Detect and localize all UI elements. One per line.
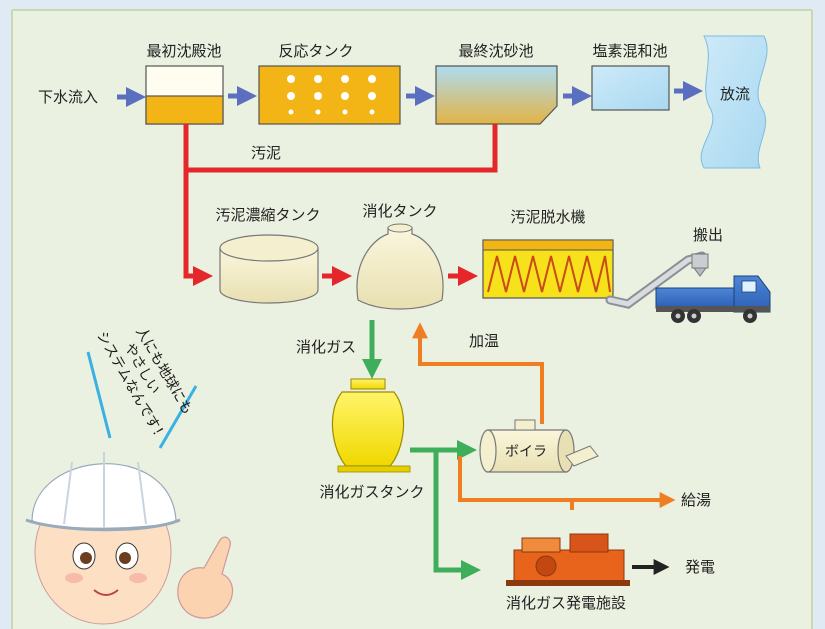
heating-label: 加温	[469, 332, 499, 350]
heating-line	[412, 322, 544, 424]
discharge-label: 放流	[720, 85, 750, 103]
hot-water-label: 給湯	[681, 491, 711, 509]
final-settling-tank	[435, 65, 558, 125]
final-settling-label: 最終沈砂池	[458, 42, 533, 60]
gas-to-generator-line	[433, 450, 482, 580]
inflow-label: 下水流入	[38, 88, 98, 106]
generation-label: 発電	[685, 558, 715, 576]
primary-settling-label: 最初沈殿池	[146, 42, 221, 60]
speech-line-right	[158, 385, 198, 449]
speech-line-left	[86, 351, 112, 439]
boiler-label: ボイラ	[505, 444, 547, 460]
boiler	[479, 419, 599, 473]
carry-out-label: 搬出	[693, 226, 723, 244]
pointing-hand	[177, 536, 234, 619]
dump-truck	[655, 275, 771, 323]
sludge-line	[183, 124, 214, 286]
digestion-tank-label: 消化タンク	[362, 202, 437, 220]
generator	[506, 533, 630, 586]
digestion-gas-label: 消化ガス	[296, 338, 356, 356]
sludge-label: 汚泥	[251, 144, 281, 162]
thickener-label: 汚泥濃縮タンク	[215, 206, 320, 224]
reaction-tank-label: 反応タンク	[278, 42, 353, 60]
digestion-tank	[356, 223, 444, 310]
gas-tank-label: 消化ガスタンク	[319, 483, 424, 501]
reaction-tank	[258, 65, 401, 125]
gas-tank	[331, 378, 411, 473]
sludge-return-line	[186, 124, 498, 173]
discharge-river	[700, 35, 768, 169]
chlorine-mixing-label: 塩素混和池	[592, 42, 667, 60]
sludge-thickener-tank	[219, 234, 319, 304]
primary-settling-tank	[145, 65, 224, 125]
mascot	[25, 452, 181, 625]
dewatering-machine	[482, 239, 614, 299]
chlorine-mixing-tank	[591, 65, 670, 111]
dewatering-label: 汚泥脱水機	[510, 208, 585, 226]
power-facility-label: 消化ガス発電施設	[506, 594, 626, 612]
conveyor	[605, 251, 709, 309]
